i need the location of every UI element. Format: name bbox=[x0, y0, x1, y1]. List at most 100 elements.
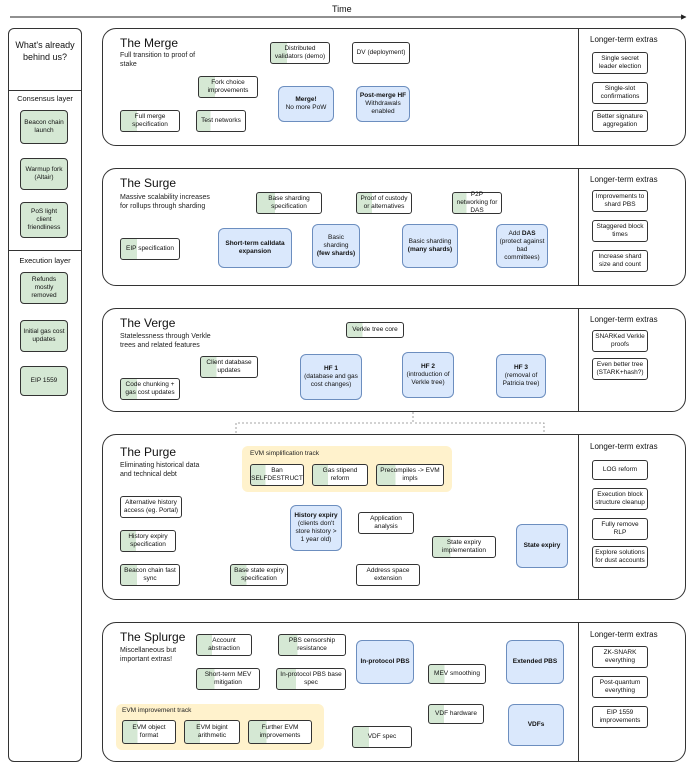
sidebar-divider-2 bbox=[8, 250, 82, 251]
merge-extras-divider bbox=[578, 28, 579, 146]
purge-subtitle: Eliminating historical data and technica… bbox=[120, 462, 200, 478]
add-das-detail: (protect against bad committees) bbox=[499, 238, 545, 261]
purge-extras-divider bbox=[578, 434, 579, 600]
surge-extras-label: Longer-term extras bbox=[590, 175, 658, 184]
precompiles-evm-box: Precompiles -> EVM impls bbox=[376, 464, 444, 486]
evm-bigint-box: EVM bigint arithmetic bbox=[184, 720, 240, 744]
splurge-subtitle: Miscellaneous but important extras! bbox=[120, 647, 177, 663]
hf2-node: HF 2 (introduction of Verkle tree) bbox=[402, 352, 454, 398]
client-database-updates-box: Client database updates bbox=[200, 356, 258, 378]
verkle-tree-core-box: Verkle tree core bbox=[346, 322, 404, 338]
splurge-title: The Splurge bbox=[120, 630, 186, 644]
state-expiry-node: State expiry bbox=[516, 524, 568, 568]
basic-sharding-few-detail: (few shards) bbox=[316, 249, 356, 257]
gas-stipend-reform-box: Gas stipend reform bbox=[312, 464, 368, 486]
beacon-chain-launch: Beacon chain launch bbox=[20, 110, 68, 144]
verge-extras-divider bbox=[578, 308, 579, 412]
basic-sharding-many-node: Basic sharding (many shards) bbox=[402, 224, 458, 268]
merge-subtitle: Full transition to proof of stake bbox=[120, 52, 196, 68]
pbs-censorship-box: PBS censorship resistance bbox=[278, 634, 346, 656]
hf3-node: HF 3 (removal of Patricia tree) bbox=[496, 354, 546, 398]
in-protocol-pbs-node: In-protocol PBS bbox=[356, 640, 414, 684]
hf1-title: HF 1 bbox=[323, 365, 339, 373]
merge-extras-label: Longer-term extras bbox=[590, 35, 658, 44]
surge-extra-1: Improvements to shard PBS bbox=[592, 190, 648, 212]
hf2-title: HF 2 bbox=[420, 363, 436, 371]
basic-sharding-few-node: Basic sharding (few shards) bbox=[312, 224, 360, 268]
post-merge-hf-detail: Withdrawals enabled bbox=[365, 100, 401, 115]
refunds-mostly-removed: Refunds mostly removed bbox=[20, 272, 68, 304]
history-expiry-title: History expiry bbox=[294, 512, 338, 520]
merge-node-title: Merge! bbox=[295, 96, 317, 104]
verge-extra-1: SNARKed Verkle proofs bbox=[592, 330, 648, 352]
ban-selfdestruct-box: Ban SELFDESTRUCT bbox=[250, 464, 304, 486]
splurge-extra-2: Post-quantum everything bbox=[592, 676, 648, 698]
surge-title: The Surge bbox=[120, 176, 177, 190]
eip-1559: EIP 1559 bbox=[20, 366, 68, 396]
consensus-layer-label: Consensus layer bbox=[17, 94, 73, 103]
splurge-extras-label: Longer-term extras bbox=[590, 630, 658, 639]
surge-subtitle: Massive scalability increases for rollup… bbox=[120, 194, 210, 210]
sidebar-title: What's already behind us? bbox=[15, 40, 75, 62]
account-abstraction-box: Account abstraction bbox=[196, 634, 252, 656]
post-merge-hf-node: Post-merge HF Withdrawals enabled bbox=[356, 86, 410, 122]
hf1-node: HF 1 (database and gas cost changes) bbox=[300, 354, 362, 400]
evm-improvement-track-label: EVM improvement track bbox=[122, 707, 192, 714]
verge-subtitle: Statelessness through Verkle trees and r… bbox=[120, 333, 211, 349]
basic-sharding-few-title: Basic sharding bbox=[323, 234, 349, 250]
basic-sharding-many-title: Basic sharding bbox=[408, 238, 452, 246]
base-state-expiry-spec-box: Base state expiry specification bbox=[230, 564, 288, 586]
warmup-fork-altair: Warmup fork (Altair) bbox=[20, 158, 68, 190]
surge-panel bbox=[102, 168, 686, 286]
purge-extra-1: LOG reform bbox=[592, 460, 648, 480]
hf3-title: HF 3 bbox=[513, 364, 529, 372]
splurge-extra-1: ZK-SNARK everything bbox=[592, 646, 648, 668]
mev-smoothing-box: MEV smoothing bbox=[428, 664, 486, 684]
purge-extra-2: Execution block structure cleanup bbox=[592, 488, 648, 510]
basic-sharding-many-detail: (many shards) bbox=[407, 246, 453, 253]
surge-extras-divider bbox=[578, 168, 579, 286]
purge-extras-label: Longer-term extras bbox=[590, 442, 658, 451]
verge-extra-2: Even better tree (STARK+hash?) bbox=[592, 358, 648, 380]
verge-title: The Verge bbox=[120, 316, 176, 330]
initial-gas-cost-updates: Initial gas cost updates bbox=[20, 320, 68, 352]
state-expiry-impl-box: State expiry implementation bbox=[432, 536, 496, 558]
add-das-keyword: DAS bbox=[521, 230, 536, 238]
add-das-prefix: Add bbox=[508, 230, 521, 238]
purge-extra-4: Explore solutions for dust accounts bbox=[592, 546, 648, 568]
purge-extra-3: Fully remove RLP bbox=[592, 518, 648, 540]
add-das-node: Add DAS (protect against bad committees) bbox=[496, 224, 548, 268]
merge-extra-2: Single-slot confirmations bbox=[592, 82, 648, 104]
vdf-spec-box: VDF spec bbox=[352, 726, 412, 748]
history-expiry-detail: (clients don't store history > 1 year ol… bbox=[295, 520, 337, 543]
evm-simplification-track-label: EVM simplification track bbox=[250, 450, 319, 457]
fork-choice-box: Fork choice improvements bbox=[198, 76, 258, 98]
verge-extras-label: Longer-term extras bbox=[590, 315, 658, 324]
p2p-networking-box: P2P networking for DAS bbox=[452, 191, 502, 214]
evm-object-format-box: EVM object format bbox=[122, 720, 176, 744]
splurge-extra-3: EIP 1559 improvements bbox=[592, 706, 648, 728]
short-term-mev-box: Short-term MEV mitigation bbox=[196, 668, 260, 690]
purge-title: The Purge bbox=[120, 445, 177, 459]
add-das-line1: Add DAS bbox=[508, 230, 535, 238]
history-expiry-node: History expiry (clients don't store hist… bbox=[290, 505, 342, 551]
code-chunking-box: Code chunking + gas cost updates bbox=[120, 378, 180, 400]
surge-extra-3: Increase shard size and count bbox=[592, 250, 648, 272]
beacon-chain-fast-sync-box: Beacon chain fast sync bbox=[120, 564, 180, 586]
merge-extra-1: Single secret leader election bbox=[592, 52, 648, 74]
full-merge-spec-box: Full merge specification bbox=[120, 110, 180, 132]
execution-layer-label: Execution layer bbox=[19, 256, 71, 265]
vdfs-node: VDFs bbox=[508, 704, 564, 746]
dv-box: DV (deployment) bbox=[352, 42, 410, 64]
further-evm-box: Further EVM improvements bbox=[248, 720, 312, 744]
distributed-validators-box: Distributed validators (demo) bbox=[270, 42, 330, 64]
sidebar-divider bbox=[8, 90, 82, 91]
merge-title: The Merge bbox=[120, 36, 179, 50]
pos-light-client: PoS light client friendliness bbox=[20, 202, 68, 238]
alt-history-access-box: Alternative history access (eg. Portal) bbox=[120, 496, 182, 518]
proof-of-custody-box: Proof of custody or alternatives bbox=[356, 192, 412, 214]
hf1-detail: (database and gas cost changes) bbox=[304, 373, 358, 388]
vdf-hardware-box: VDF hardware bbox=[428, 704, 484, 724]
application-analysis-box: Application analysis bbox=[358, 512, 414, 534]
test-networks-box: Test networks bbox=[196, 110, 246, 132]
